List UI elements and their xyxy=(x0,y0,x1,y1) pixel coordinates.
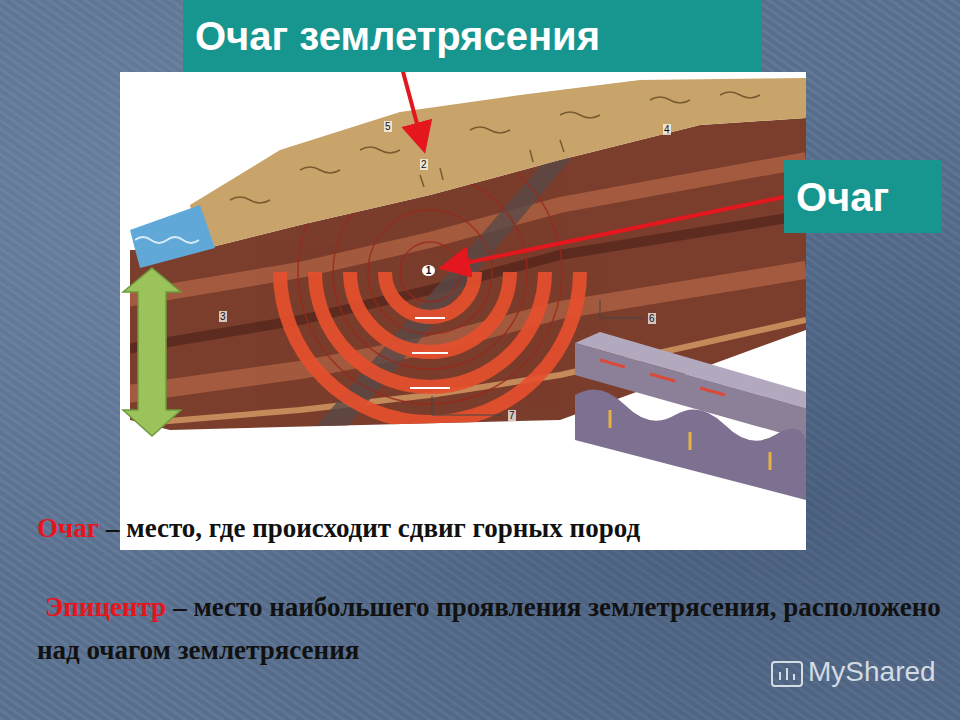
watermark-icon xyxy=(772,662,802,686)
callout-number: 7 xyxy=(508,410,516,421)
definition-text: – место, где происходит сдвиг горных пор… xyxy=(106,513,640,543)
callout-number: 4 xyxy=(663,124,671,135)
watermark: MyShared xyxy=(808,656,936,688)
box-text: Очаг землетрясения xyxy=(195,12,600,60)
callout-number: 3 xyxy=(219,311,227,322)
title-box: Очаг землетрясения xyxy=(183,0,762,72)
term: Очаг xyxy=(37,513,99,543)
callout-number: 2 xyxy=(420,159,428,170)
pointer-arrow xyxy=(402,68,423,146)
box-text: Очаг xyxy=(796,173,889,221)
title-box: Очаг xyxy=(784,160,942,233)
picture-ground xyxy=(120,72,806,550)
term: Эпицентр xyxy=(45,592,166,622)
callout-number: 1 xyxy=(422,265,435,276)
definition-text: – место наибольшего проявления землетряс… xyxy=(37,592,941,665)
callout-number: 6 xyxy=(648,313,656,324)
callout-number: 5 xyxy=(384,121,392,132)
definition-line: Очаг– место, где происходит сдвиг горных… xyxy=(37,508,640,548)
pointer-arrow xyxy=(446,197,784,267)
earth-block xyxy=(120,78,806,500)
